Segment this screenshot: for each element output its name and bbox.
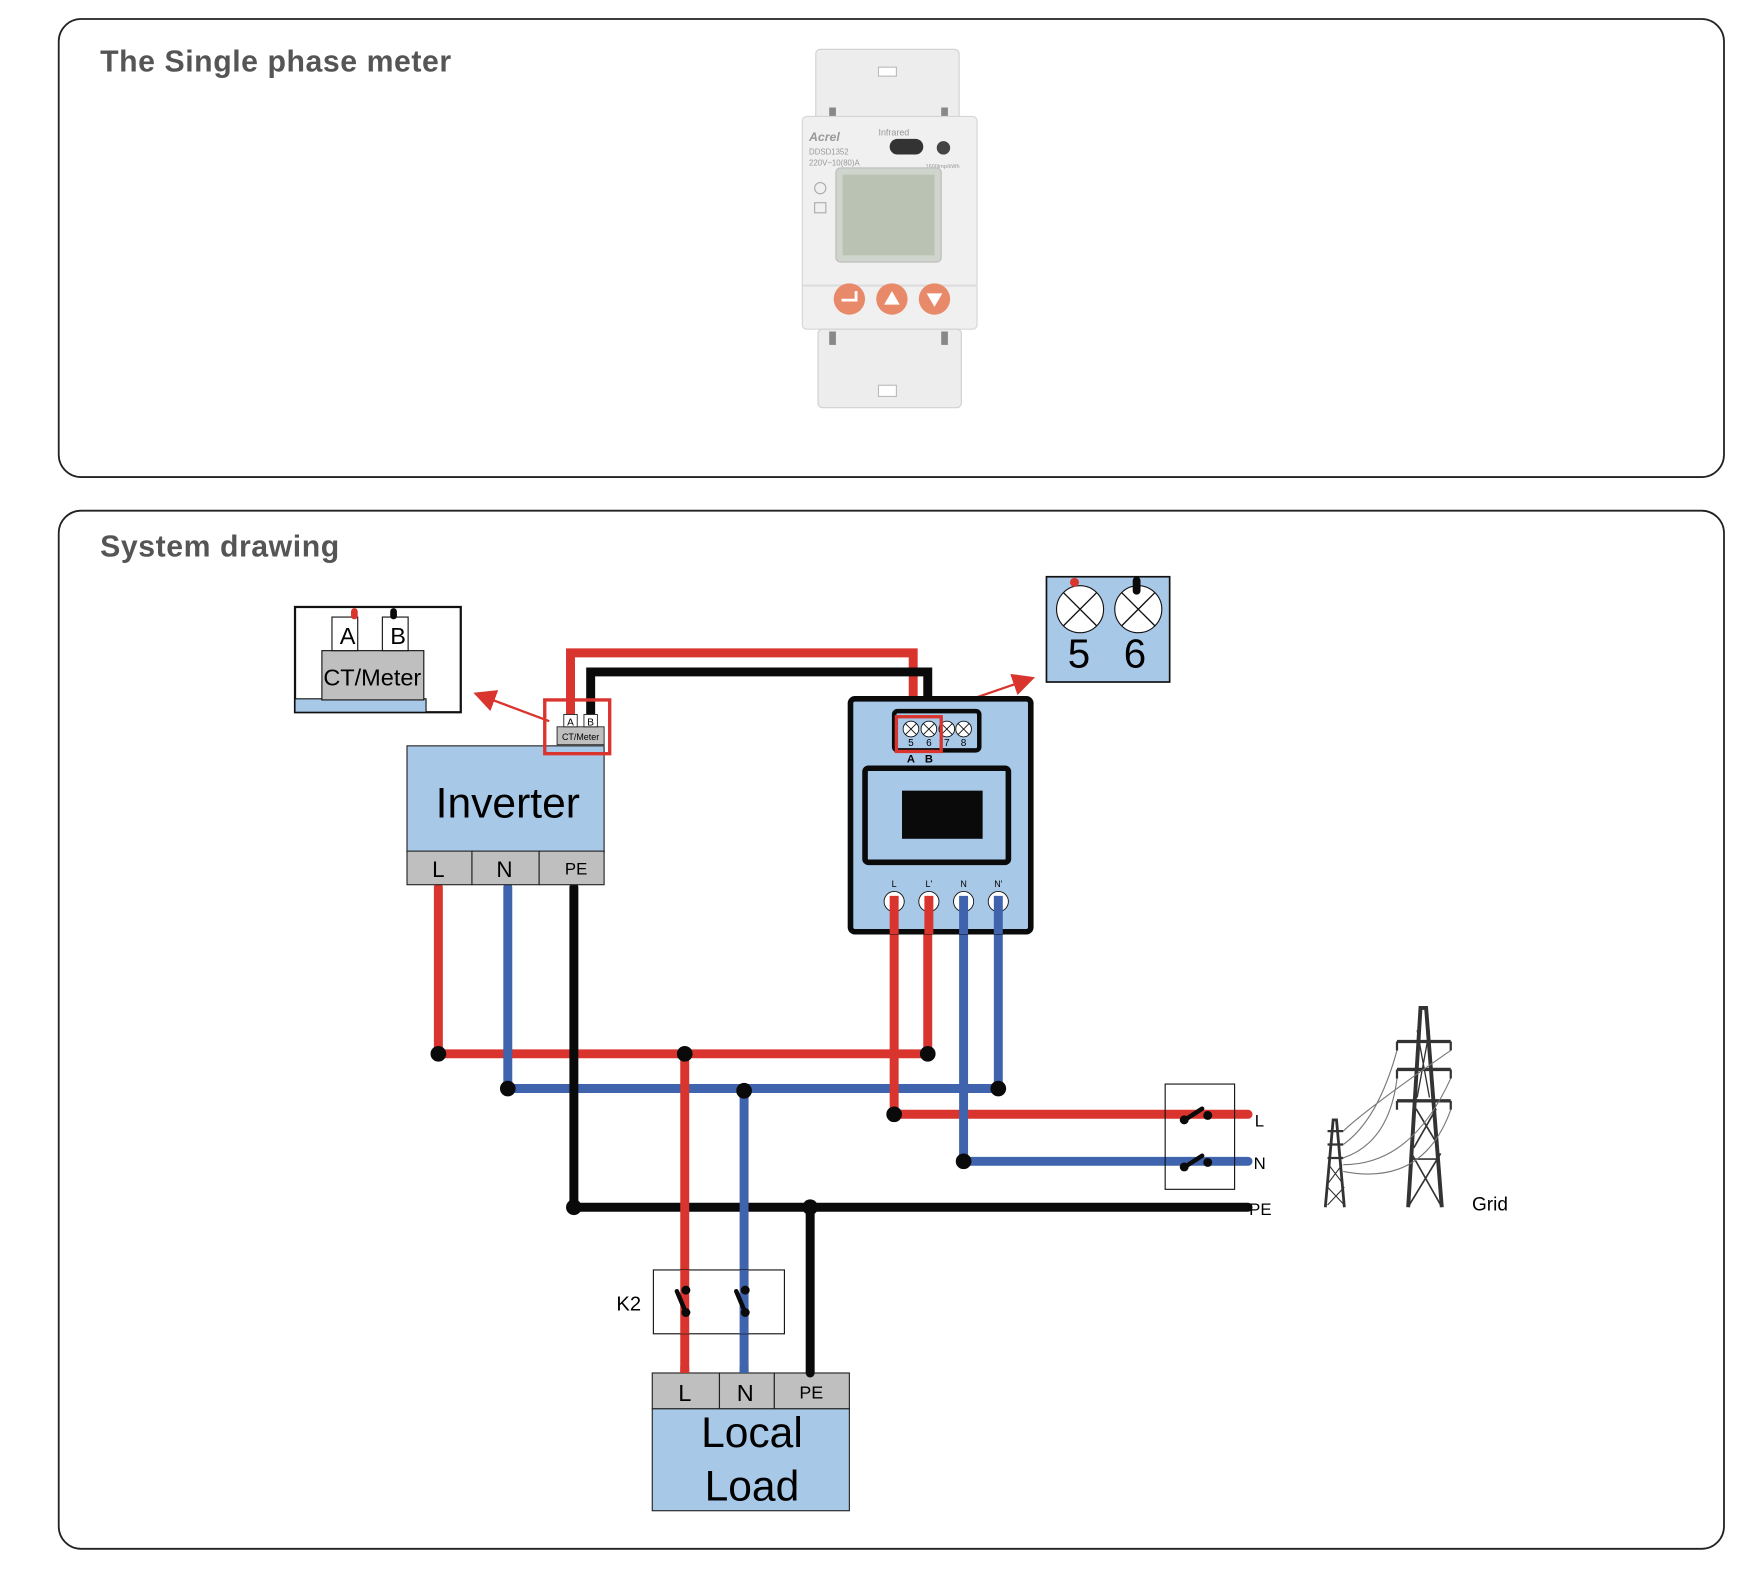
meter-rating: 220V~10(80)A [809,159,860,168]
meter-down-button [918,283,951,315]
detail-terminal-6: 6 [1124,631,1146,676]
inverter-ct-port-b: B [587,718,594,729]
ct-wire-b [586,667,933,727]
junction-dot [499,1080,516,1097]
load-label-line2: Load [705,1463,800,1511]
junction-dot [802,1199,819,1216]
meter-terminal-n: N [960,879,966,889]
ct-meter-detail: A B CT/Meter [293,605,462,714]
inverter-n-wire [503,882,1003,1094]
load-terminal-n: N [737,1380,754,1406]
meter-terminal-6: 6 [926,738,932,749]
ct-callout-arrow [473,690,550,723]
detail-terminal-5: 5 [1068,631,1090,676]
meter-terminal-detail: 5 6 [1045,575,1171,683]
ct-port-highlight [543,698,612,756]
inverter-label: Inverter [436,780,580,828]
meter-label-b: B [925,754,933,766]
meter-photo-panel: The Single phase meter Acrel DDSD1352 22… [57,18,1725,478]
junction-dot [676,1045,693,1062]
grid-switch: L N PE [1164,1083,1272,1219]
inverter: Inverter L N PE A B CT/Meter [406,698,612,886]
meter-port-label: Infrared [878,128,909,138]
grid-l-label: L [1255,1112,1264,1131]
junction-dot [736,1082,752,1099]
grid-pylon-icon [1323,1005,1452,1208]
k2-label: K2 [616,1293,641,1315]
load-terminal-l: L [678,1380,691,1406]
meter-photo: Acrel DDSD1352 220V~10(80)A Infrared 160… [801,48,978,409]
meter-terminal-5: 5 [908,738,914,749]
junction-dot [430,1045,447,1062]
meter-label-a: A [907,754,915,766]
meter-terminal-l-prime: L' [926,879,933,889]
ct-wire-a [566,648,918,727]
meter-enter-button [833,283,866,315]
inverter-terminal-l: L [432,857,444,882]
inverter-terminal-n: N [496,857,512,882]
panel-title: The Single phase meter [100,46,452,79]
grid-pe-label: PE [1249,1200,1271,1219]
inverter-ct-port-label: CT/Meter [562,732,599,742]
k2-switch: K2 [616,1269,785,1335]
meter-terminal-n-prime: N' [994,879,1002,889]
junction-dots [430,1045,1007,1216]
ct-terminal-a-label: A [340,623,356,649]
meter-brand: Acrel [808,130,840,144]
local-load: L N PE Local Load [651,1366,850,1512]
meter-terminal-l: L [892,879,897,889]
junction-dot [886,1106,902,1123]
junction-dot [566,1199,582,1216]
junction-dot [919,1045,936,1062]
load-terminal-pe: PE [799,1383,823,1403]
grid-n-label: N [1254,1154,1266,1173]
junction-dot [955,1153,972,1170]
meter-up-button [876,283,908,315]
inverter-terminal-pe: PE [565,860,587,879]
energy-meter: 5 6 7 8 A B L L' N N' [847,696,1034,935]
system-drawing-panel: System drawing [57,509,1725,1550]
junction-dot [990,1080,1007,1097]
meter-terminal-7: 7 [944,738,950,749]
panel-title: System drawing [100,531,340,564]
load-label-line1: Local [701,1409,803,1457]
grid-label: Grid [1472,1195,1508,1216]
terminal-highlight [894,715,943,754]
meter-terminal-8: 8 [961,738,967,749]
meter-impulse: 1600imp/kWh [926,164,960,170]
ct-terminal-b-label: B [390,623,406,649]
meter-model: DDSD1352 [809,148,849,157]
meter-display [901,790,983,839]
ct-meter-label: CT/Meter [323,664,421,690]
inverter-ct-port-a: A [567,718,574,729]
